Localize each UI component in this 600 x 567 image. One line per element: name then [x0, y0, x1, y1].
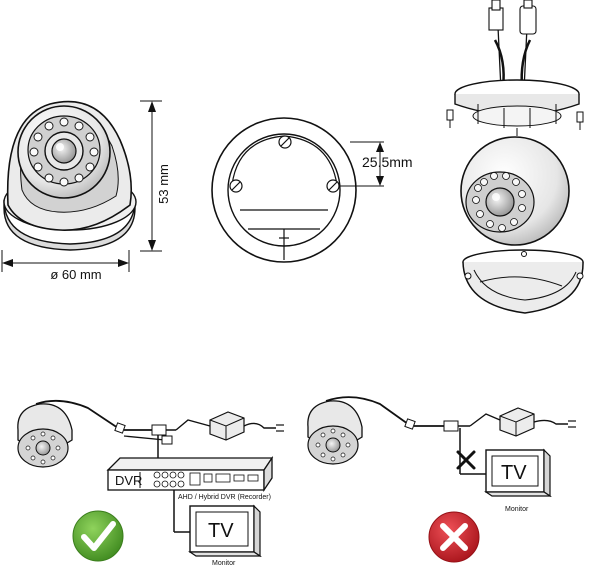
recorder-caption: AHD / Hybrid DVR (Recorder)	[178, 494, 271, 501]
monitor-caption: Monitor	[505, 506, 529, 513]
wiring-diagram-incorrect: TV Monitor	[307, 396, 576, 563]
power-adapter-icon	[175, 411, 284, 441]
power-adapter-icon	[469, 407, 576, 437]
monitor-caption: Monitor	[212, 560, 236, 567]
lens-icon	[51, 138, 77, 164]
camera-icon	[307, 400, 363, 465]
monitor-icon	[484, 448, 552, 498]
dvr-icon	[106, 455, 274, 493]
screw-icon	[464, 251, 584, 280]
dvr-label: DVR	[115, 473, 142, 488]
ir-led-ring	[29, 117, 99, 187]
tv-label: TV	[208, 520, 234, 542]
mount-dimension-label: 25.5mm	[362, 154, 413, 170]
tv-label: TV	[501, 462, 527, 484]
exploded-camera-view	[446, 0, 584, 314]
camera-icon	[17, 403, 73, 468]
check-icon	[72, 510, 124, 562]
cross-icon	[428, 511, 480, 563]
screw-icon	[446, 109, 584, 130]
diameter-dimension-label: ø 60 mm	[50, 267, 101, 282]
height-dimension-label: 53 mm	[156, 164, 171, 204]
monitor-icon	[188, 504, 262, 558]
screw-icon	[229, 135, 340, 193]
mounting-base-plate: 25.5mm	[211, 117, 413, 263]
dome-camera-dimension-view: 53 mm ø 60 mm	[1, 100, 171, 282]
wiring-diagram-correct: DVR AHD / Hybrid DVR (Recorder) TV Monit…	[17, 399, 284, 567]
cross-mark-icon	[456, 450, 476, 470]
